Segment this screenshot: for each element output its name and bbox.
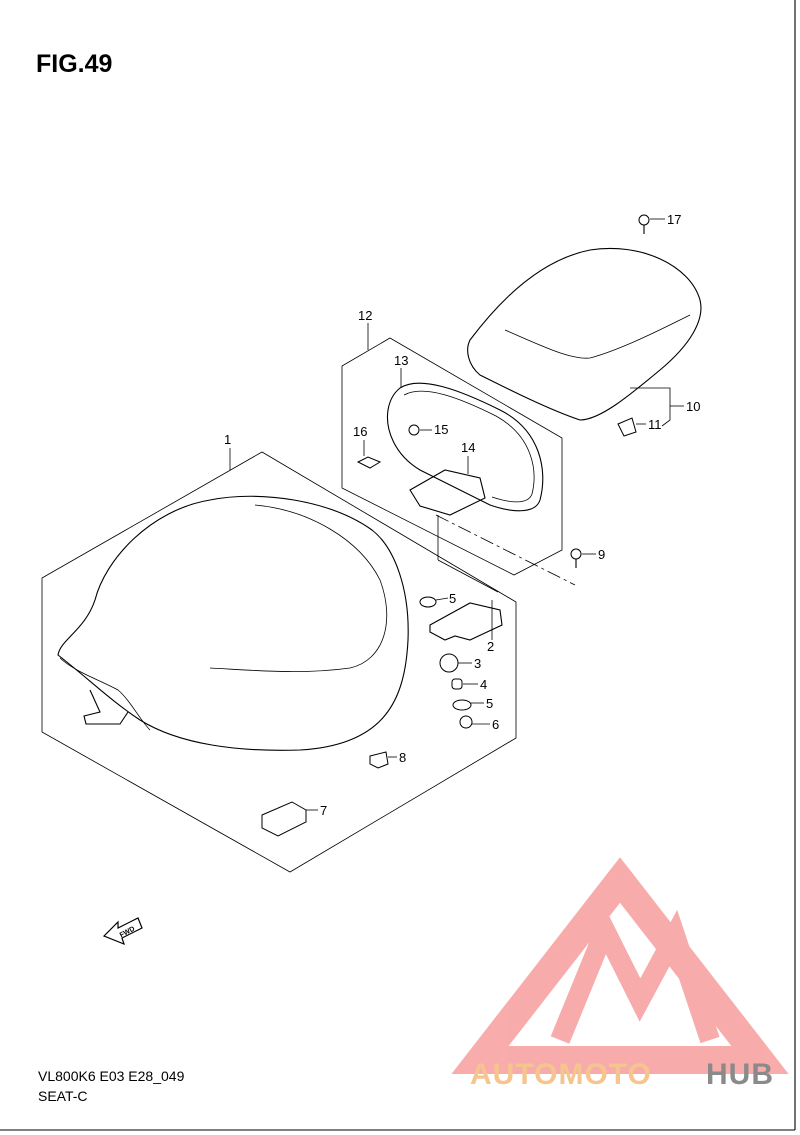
callout-12: 12 [358, 308, 372, 323]
front-seat-cushion [57, 495, 409, 751]
callout-5b: 5 [486, 696, 493, 711]
watermark-brand-part2: HUB [706, 1058, 774, 1091]
part-4-collar [451, 678, 463, 690]
front-seat-tab [83, 689, 129, 725]
part-16-pad [356, 456, 382, 469]
part-2-bracket [429, 602, 503, 641]
front-seat-edge [59, 657, 151, 731]
front-seat-contour [209, 504, 388, 672]
bracket-group-outline [341, 337, 563, 576]
part-14-lock-plate [409, 469, 486, 516]
watermark-logo [451, 857, 789, 1074]
callout-leader-10 [630, 387, 671, 427]
callout-13: 13 [394, 353, 408, 368]
front-seat-assembly: 1 2 5 3 4 5 6 [41, 432, 517, 873]
alignment-line [435, 514, 576, 586]
callout-9: 9 [598, 547, 605, 562]
part-15-nut [408, 424, 420, 436]
callout-6: 6 [492, 717, 499, 732]
part-5-washer-upper [419, 596, 437, 608]
callout-8: 8 [399, 750, 406, 765]
forward-arrow: FWD [102, 917, 143, 946]
callout-7: 7 [320, 803, 327, 818]
callout-2: 2 [487, 639, 494, 654]
part-6-nut [459, 715, 473, 729]
part-5-washer-lower [452, 699, 472, 711]
front-seat-group-outline [41, 451, 517, 873]
part-13-grab-rail [386, 382, 544, 512]
section-name: SEAT-C [38, 1088, 88, 1104]
callout-15: 15 [434, 422, 448, 437]
part-9-bolt-head [570, 548, 582, 560]
part-8-grommet [369, 751, 389, 769]
callout-5a: 5 [449, 591, 456, 606]
callout-3: 3 [474, 656, 481, 671]
watermark-text: AUTOMOTO HUB [470, 1058, 774, 1091]
part-3-damper [439, 653, 459, 673]
part-10-rear-seat [467, 247, 702, 421]
rear-seat-assembly: 10 11 17 [467, 212, 702, 437]
callout-11: 11 [648, 417, 662, 432]
rear-seat-contour [504, 314, 691, 359]
part-7-clip [261, 801, 307, 837]
callout-leader-5a [435, 597, 449, 601]
callout-14: 14 [461, 440, 475, 455]
rear-bracket-assembly: 12 13 14 15 16 9 [341, 308, 605, 593]
callout-4: 4 [480, 677, 487, 692]
callout-16: 16 [353, 424, 367, 439]
part-13-rail-inner [403, 390, 535, 503]
figure-title: FIG.49 [36, 50, 113, 78]
callout-10: 10 [686, 399, 700, 414]
part-17-screw-head [638, 214, 650, 226]
callout-17: 17 [667, 212, 681, 227]
fwd-arrow-icon [102, 917, 143, 946]
alignment-link-line [437, 559, 499, 593]
model-code: VL800K6 E03 E28_049 [38, 1068, 185, 1084]
callout-1: 1 [224, 432, 231, 447]
watermark-brand-part1: AUTOMOTO [470, 1058, 652, 1091]
part-11-grommet [617, 417, 637, 437]
